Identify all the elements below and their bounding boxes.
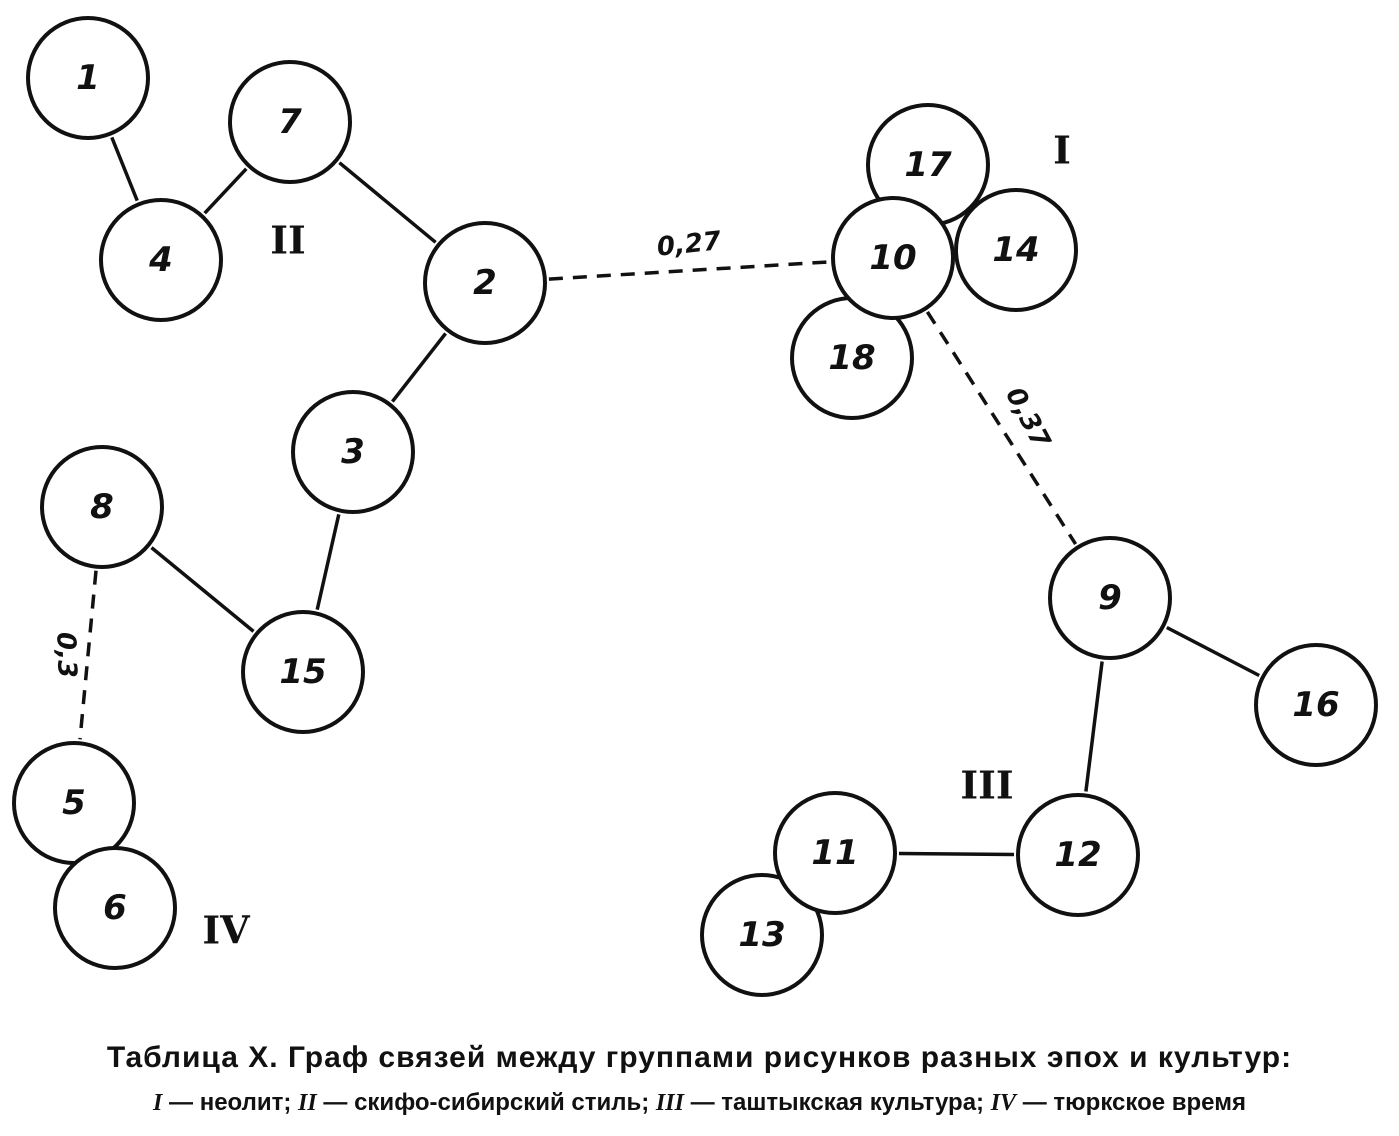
- node-circle-7: [228, 60, 352, 184]
- edge-weight-10-9: 0,37: [999, 383, 1056, 455]
- node-label-4: 4: [148, 240, 173, 280]
- node-label-7: 7: [278, 102, 302, 142]
- edge-2-10: [548, 260, 830, 281]
- node-3: 3: [291, 390, 415, 514]
- node-circle-16: [1254, 643, 1378, 767]
- node-label-10: 10: [869, 238, 916, 278]
- legend-num-2: II: [298, 1090, 317, 1116]
- figure-caption: Таблица X. Граф связей между группами ри…: [0, 1030, 1399, 1120]
- edge-2-3: [391, 332, 447, 403]
- group-label-III: III: [960, 763, 1013, 808]
- edge-3-15: [315, 514, 341, 610]
- edges-layer: [78, 136, 1261, 857]
- node-15: 15: [241, 610, 365, 734]
- node-label-15: 15: [279, 652, 326, 692]
- node-circle-3: [291, 390, 415, 514]
- node-16: 16: [1254, 643, 1378, 767]
- node-13: 13: [700, 873, 824, 997]
- node-circle-9: [1048, 536, 1172, 660]
- group-label-I: I: [1053, 128, 1071, 173]
- node-label-9: 9: [1098, 578, 1122, 618]
- node-circle-15: [241, 610, 365, 734]
- node-label-18: 18: [828, 338, 875, 378]
- node-label-12: 12: [1054, 835, 1101, 875]
- edge-1-4: [110, 136, 139, 202]
- node-label-11: 11: [811, 833, 858, 873]
- node-11: 11: [773, 791, 897, 915]
- node-7: 7: [228, 60, 352, 184]
- edge-9-16: [1165, 625, 1261, 678]
- edge-11-12: [898, 851, 1015, 857]
- legend-text-2: — скифо-сибирский стиль;: [323, 1089, 650, 1116]
- node-label-3: 3: [341, 432, 365, 472]
- legend-text-4: — тюркское время: [1022, 1089, 1246, 1116]
- edge-10-9: [925, 310, 1078, 546]
- node-circle-10: [831, 196, 955, 320]
- node-18: 18: [790, 296, 914, 420]
- node-6: 6: [53, 846, 177, 970]
- node-12: 12: [1016, 793, 1140, 917]
- edge-9-12: [1084, 661, 1104, 792]
- legend-num-3: III: [655, 1090, 684, 1116]
- caption-title: Таблица X. Граф связей между группами ри…: [106, 1041, 1293, 1074]
- node-2: 2: [423, 221, 547, 345]
- node-label-8: 8: [90, 487, 114, 527]
- node-label-1: 1: [76, 58, 100, 98]
- node-14: 14: [954, 188, 1078, 312]
- node-circle-13: [700, 873, 824, 997]
- node-1: 1: [26, 16, 150, 140]
- node-label-17: 17: [904, 145, 952, 185]
- edge-7-2: [338, 161, 437, 244]
- node-label-6: 6: [103, 888, 127, 928]
- node-5: 5: [12, 741, 136, 865]
- edge-8-15: [150, 546, 255, 633]
- edge-8-5: [78, 570, 98, 740]
- node-4: 4: [99, 198, 223, 322]
- group-label-II: II: [270, 218, 306, 263]
- node-circle-6: [53, 846, 177, 970]
- node-10: 10: [831, 196, 955, 320]
- legend-num-1: I: [153, 1090, 163, 1116]
- node-circle-14: [954, 188, 1078, 312]
- node-label-16: 16: [1292, 685, 1339, 725]
- legend-text-3: — таштыкская культура;: [690, 1089, 985, 1116]
- node-label-13: 13: [738, 915, 785, 955]
- node-label-14: 14: [992, 230, 1039, 270]
- node-circle-4: [99, 198, 223, 322]
- group-label-IV: IV: [202, 908, 251, 953]
- node-17: 17: [866, 103, 990, 227]
- node-circle-11: [773, 791, 897, 915]
- node-9: 9: [1048, 536, 1172, 660]
- node-circle-8: [40, 445, 164, 569]
- legend-num-4: IV: [990, 1090, 1017, 1116]
- edge-weight-2-10: 0,27: [656, 226, 724, 263]
- legend-text-1: — неолит;: [169, 1089, 292, 1116]
- caption-legend: I — неолит; II — скифо-сибирский стиль; …: [0, 1086, 1399, 1120]
- node-8: 8: [40, 445, 164, 569]
- node-label-5: 5: [62, 783, 86, 823]
- node-label-2: 2: [473, 263, 497, 303]
- edge-4-7: [203, 167, 248, 215]
- node-circle-1: [26, 16, 150, 140]
- edge-weight-8-5: 0,3: [50, 631, 82, 678]
- node-circle-12: [1016, 793, 1140, 917]
- node-circle-2: [423, 221, 547, 345]
